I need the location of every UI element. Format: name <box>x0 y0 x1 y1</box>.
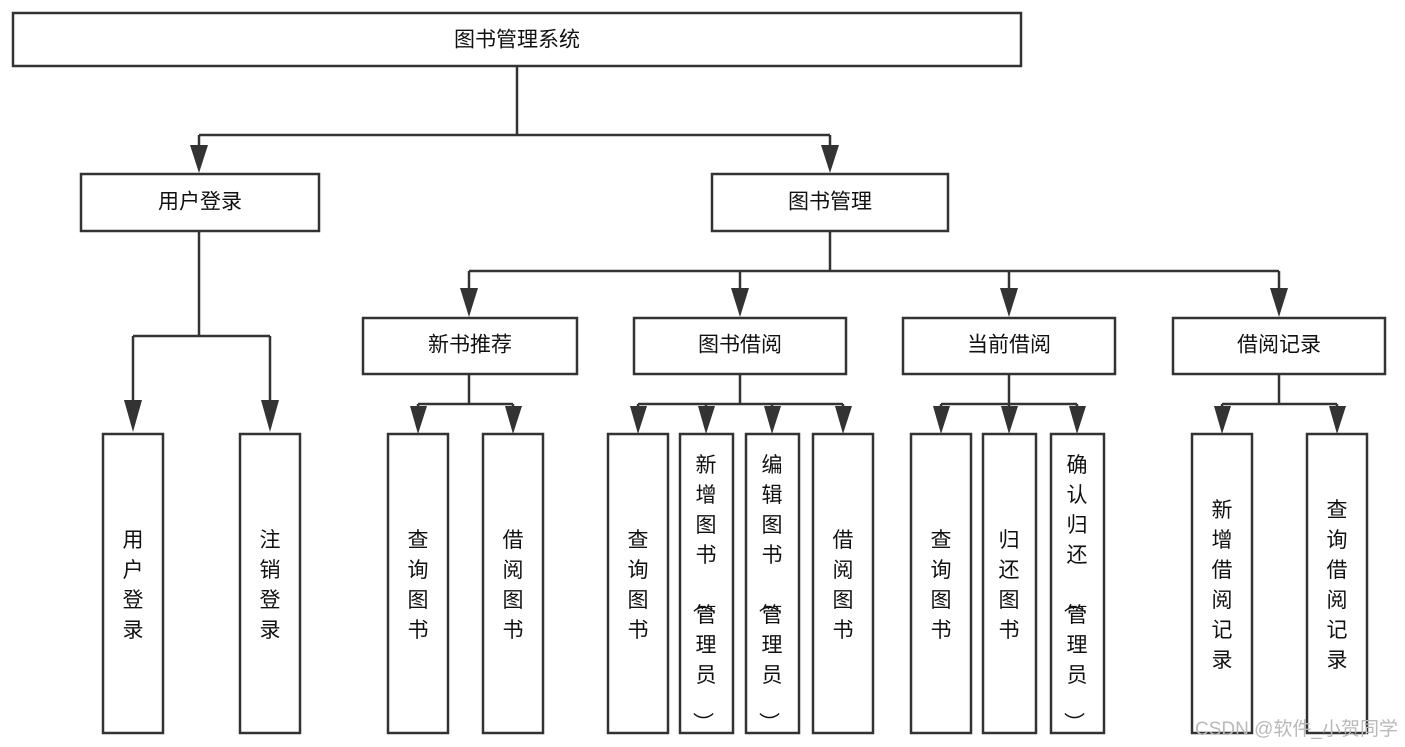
node-leaf-user-login-box[interactable] <box>101 432 165 735</box>
node-leaf-add-record[interactable]: 新增借阅记录 <box>1190 432 1254 735</box>
arrow-head-leaf-user-login <box>124 400 142 432</box>
node-leaf-query-book-1-box[interactable] <box>386 432 450 735</box>
arrow-head-leaf-query-book-1 <box>410 406 427 434</box>
node-leaf-borrow-book-1-label: 借阅图书 <box>503 529 524 642</box>
node-leaf-query-book-2[interactable]: 查询图书 <box>606 432 670 735</box>
node-leaf-logout-login-box[interactable] <box>238 432 302 735</box>
node-leaf-return-book[interactable]: 归还图书 <box>981 432 1038 735</box>
node-current-borrow[interactable]: 当前借阅 <box>901 316 1117 376</box>
node-user-login-label: 用户登录 <box>158 191 242 214</box>
node-leaf-query-book-1[interactable]: 查询图书 <box>386 432 450 735</box>
node-current-borrow-box[interactable] <box>901 316 1117 376</box>
node-leaf-confirm-return-label: 确认归还（管理员） <box>1062 454 1088 733</box>
node-book-management[interactable]: 图书管理 <box>710 172 950 233</box>
node-leaf-add-book[interactable]: 新增图书（管理员） <box>678 432 735 735</box>
node-borrow-record[interactable]: 借阅记录 <box>1171 316 1387 376</box>
node-leaf-edit-book[interactable]: 编辑图书（管理员） <box>744 432 801 735</box>
node-leaf-logout-login-label: 注销登录 <box>260 529 281 642</box>
node-leaf-add-record-box[interactable] <box>1190 432 1254 735</box>
node-borrow-record-label: 借阅记录 <box>1237 334 1321 357</box>
node-leaf-borrow-book-1-box[interactable] <box>481 432 545 735</box>
arrow-head-leaf-borrow-book-2 <box>835 406 852 434</box>
node-book-management-label: 图书管理 <box>788 191 872 214</box>
arrow-head-leaf-add-book <box>698 406 715 434</box>
node-leaf-borrow-book-1[interactable]: 借阅图书 <box>481 432 545 735</box>
node-leaf-query-book-3-box[interactable] <box>909 432 973 735</box>
node-root-label: 图书管理系统 <box>454 29 580 52</box>
arrow-head-leaf-edit-book <box>764 406 781 434</box>
node-leaf-add-record-label: 新增借阅记录 <box>1212 499 1233 672</box>
node-new-book-recommend-label: 新书推荐 <box>428 334 512 357</box>
arrow-head-leaf-return-book <box>1001 406 1018 434</box>
node-book-management-box[interactable] <box>710 172 950 233</box>
csdn-watermark: CSDN @软件_小贺同学 <box>1195 718 1398 740</box>
node-new-book-recommend[interactable]: 新书推荐 <box>361 316 579 376</box>
node-leaf-confirm-return[interactable]: 确认归还（管理员） <box>1049 432 1106 735</box>
node-leaf-logout-login[interactable]: 注销登录 <box>238 432 302 735</box>
node-leaf-user-login-label: 用户登录 <box>123 529 144 642</box>
arrow-head-leaf-confirm-return <box>1069 406 1086 434</box>
arrow-head-book-management <box>821 145 839 173</box>
node-borrow-record-box[interactable] <box>1171 316 1387 376</box>
node-leaf-add-book-label: 新增图书（管理员） <box>691 454 717 733</box>
arrow-head-borrow-record <box>1270 288 1288 317</box>
node-leaf-query-book-3[interactable]: 查询图书 <box>909 432 973 735</box>
node-leaf-user-login[interactable]: 用户登录 <box>101 432 165 735</box>
arrow-head-leaf-query-book-3 <box>933 406 950 434</box>
node-leaf-query-book-3-label: 查询图书 <box>931 529 952 642</box>
arrow-head-current-borrow <box>1000 288 1018 317</box>
node-leaf-return-book-label: 归还图书 <box>999 529 1020 642</box>
connector-layer <box>124 66 1346 434</box>
node-leaf-add-book-box[interactable] <box>678 432 735 735</box>
arrow-head-new-book-recommend <box>460 288 478 317</box>
node-leaf-confirm-return-box[interactable] <box>1049 432 1106 735</box>
arrow-head-leaf-borrow-book-1 <box>505 406 522 434</box>
node-leaf-query-record-box[interactable] <box>1305 432 1369 735</box>
node-book-borrow[interactable]: 图书借阅 <box>632 316 848 376</box>
node-current-borrow-label: 当前借阅 <box>967 334 1051 357</box>
node-book-borrow-label: 图书借阅 <box>698 334 782 357</box>
arrow-head-leaf-query-book-2 <box>630 406 647 434</box>
arrow-head-leaf-add-record <box>1214 406 1231 434</box>
node-new-book-recommend-box[interactable] <box>361 316 579 376</box>
node-leaf-borrow-book-2-box[interactable] <box>811 432 875 735</box>
node-book-borrow-box[interactable] <box>632 316 848 376</box>
node-leaf-query-record-label: 查询借阅记录 <box>1327 499 1348 672</box>
arrow-head-leaf-logout-login <box>261 400 279 432</box>
node-user-login[interactable]: 用户登录 <box>79 172 321 233</box>
node-root[interactable]: 图书管理系统 <box>11 11 1023 68</box>
node-leaf-query-book-1-label: 查询图书 <box>408 529 429 642</box>
node-leaf-edit-book-box[interactable] <box>744 432 801 735</box>
node-leaf-query-book-2-label: 查询图书 <box>628 529 649 642</box>
node-leaf-edit-book-label: 编辑图书（管理员） <box>757 454 783 733</box>
node-leaf-return-book-box[interactable] <box>981 432 1038 735</box>
node-leaf-query-record[interactable]: 查询借阅记录 <box>1305 432 1369 735</box>
node-leaf-borrow-book-2-label: 借阅图书 <box>833 529 854 642</box>
node-leaf-query-book-2-box[interactable] <box>606 432 670 735</box>
node-leaf-borrow-book-2[interactable]: 借阅图书 <box>811 432 875 735</box>
node-user-login-box[interactable] <box>79 172 321 233</box>
arrow-head-user-login <box>190 145 208 173</box>
arrow-head-leaf-query-record <box>1329 406 1346 434</box>
arrow-head-book-borrow <box>731 288 749 317</box>
node-root-box[interactable] <box>11 11 1023 68</box>
